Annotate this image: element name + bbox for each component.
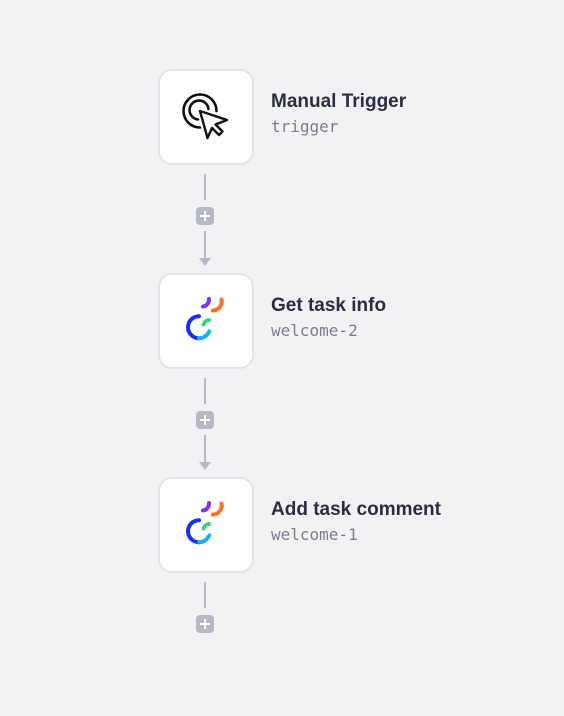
node-title: Manual Trigger <box>271 91 407 112</box>
connector-line <box>204 378 206 404</box>
connector-arrow-icon <box>199 258 211 266</box>
connector-line <box>204 435 206 463</box>
node-label-add-task-comment: Add task comment welcome-1 <box>271 498 441 546</box>
connector-line <box>204 582 206 608</box>
node-subtitle: welcome-2 <box>271 321 358 340</box>
connector-line <box>204 231 206 259</box>
node-manual-trigger[interactable] <box>158 69 254 165</box>
node-title: Add task comment <box>271 499 441 520</box>
node-label-get-task-info: Get task info welcome-2 <box>271 294 386 342</box>
node-add-task-comment[interactable] <box>158 477 254 573</box>
optimizely-logo-icon <box>178 497 234 553</box>
node-title: Get task info <box>271 295 387 316</box>
node-subtitle: trigger <box>271 117 339 136</box>
connector-line <box>204 174 206 200</box>
add-step-button[interactable] <box>196 615 214 633</box>
node-label-manual-trigger: Manual Trigger trigger <box>271 90 406 138</box>
node-get-task-info[interactable] <box>158 273 254 369</box>
optimizely-logo-icon <box>178 293 234 349</box>
add-step-button[interactable] <box>196 411 214 429</box>
add-step-button[interactable] <box>196 207 214 225</box>
node-subtitle: welcome-1 <box>271 525 358 544</box>
cursor-click-icon <box>178 89 234 145</box>
connector-arrow-icon <box>199 462 211 470</box>
